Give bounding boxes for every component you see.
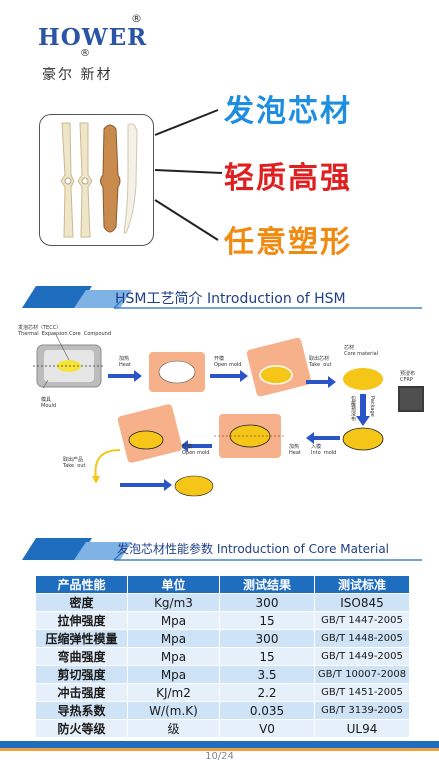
label-mould: 模具 Mould xyxy=(41,397,57,409)
section-header-banner xyxy=(22,286,422,309)
cell-standard: GB/T 1447-2005 xyxy=(314,611,410,630)
table-row: 导热系数 W/(m.K) 0.035 GB/T 3139-2005 xyxy=(35,701,410,720)
registered-mark: ® xyxy=(131,12,142,25)
section-header-banner-2 xyxy=(22,538,422,561)
cell-result: 300 xyxy=(219,593,315,612)
label-open-mold-2: 开模 Open mold xyxy=(182,444,210,456)
cell-unit: Mpa xyxy=(127,647,220,666)
footer-bar xyxy=(0,741,439,748)
header-property: 产品性能 xyxy=(35,575,128,594)
cell-unit: Mpa xyxy=(127,629,220,648)
label-take-out-1: 取出芯材 Take out xyxy=(309,356,332,368)
cell-unit: Kg/m3 xyxy=(127,593,220,612)
cell-standard: GB/T 1449-2005 xyxy=(314,647,410,666)
table-row: 压缩弹性模量 Mpa 300 GB/T 1448-2005 xyxy=(35,629,410,648)
footer-accent-line xyxy=(0,748,439,751)
cell-standard: GB/T 1451-2005 xyxy=(314,683,410,702)
header-standard: 测试标准 xyxy=(314,575,410,594)
label-heat-2: 加热 Heat xyxy=(289,444,301,456)
label-tecc: 发泡芯材（TECC） Thermal Expansion Core Compou… xyxy=(18,325,112,337)
cell-result: V0 xyxy=(219,719,315,738)
propeller-photo xyxy=(39,114,154,246)
cell-result: 3.5 xyxy=(219,665,315,684)
propeller-illustration xyxy=(60,122,138,238)
table-row: 防火等级 级 V0 UL94 xyxy=(35,719,410,738)
cell-unit: 级 xyxy=(127,719,220,738)
logo-chinese-name: 豪尔 新材 xyxy=(42,67,113,83)
table-row: 拉伸强度 Mpa 15 GB/T 1447-2005 xyxy=(35,611,410,630)
core-material-properties-table: 产品性能 单位 测试结果 测试标准 密度 Kg/m3 300 ISO845 拉伸… xyxy=(35,575,410,738)
cell-standard: UL94 xyxy=(314,719,410,738)
label-into-mold: 入模 Into mold xyxy=(311,444,337,456)
slogan-foam-core: 发泡芯材 xyxy=(224,94,352,129)
cell-result: 2.2 xyxy=(219,683,315,702)
cell-standard: GB/T 3139-2005 xyxy=(314,701,410,720)
cell-result: 0.035 xyxy=(219,701,315,720)
logo-wordmark: HOWER xyxy=(38,24,148,51)
cell-property: 压缩弹性模量 xyxy=(35,629,128,648)
hsm-process-diagram xyxy=(33,332,424,497)
label-heat-1: 加热 Heat xyxy=(119,356,131,368)
label-take-out-2: 取出产品 Take out xyxy=(63,457,86,469)
cell-result: 300 xyxy=(219,629,315,648)
cell-property: 冲击强度 xyxy=(35,683,128,702)
cell-result: 15 xyxy=(219,611,315,630)
cell-standard: GB/T 10007-2008 xyxy=(314,665,410,684)
table-header-row: 产品性能 单位 测试结果 测试标准 xyxy=(35,575,410,594)
page-indicator: 10/24 xyxy=(205,751,234,762)
label-open-mold-1: 开模 Open mold xyxy=(214,356,242,368)
table-row: 弯曲强度 Mpa 15 GB/T 1449-2005 xyxy=(35,647,410,666)
cell-property: 弯曲强度 xyxy=(35,647,128,666)
slogan-any-shape: 任意塑形 xyxy=(224,225,352,260)
label-package-cn: 包覆预浸布 xyxy=(350,396,356,421)
table-row: 密度 Kg/m3 300 ISO845 xyxy=(35,593,410,612)
connector-lines xyxy=(154,109,223,241)
material-section-title: 发泡芯材性能参数 Introduction of Core Material xyxy=(117,542,390,556)
slogan-light-strong: 轻质高强 xyxy=(224,161,352,196)
cell-property: 拉伸强度 xyxy=(35,611,128,630)
table-row: 冲击强度 KJ/m2 2.2 GB/T 1451-2005 xyxy=(35,683,410,702)
cell-unit: KJ/m2 xyxy=(127,683,220,702)
label-core-material: 芯材 Core material xyxy=(344,345,379,357)
cell-result: 15 xyxy=(219,647,315,666)
process-section-title: HSM工艺简介 Introduction of HSM xyxy=(115,291,346,307)
label-package-en: Package xyxy=(369,396,375,417)
table-row: 剪切强度 Mpa 3.5 GB/T 10007-2008 xyxy=(35,665,410,684)
cell-unit: W/(m.K) xyxy=(127,701,220,720)
cell-property: 剪切强度 xyxy=(35,665,128,684)
cell-standard: GB/T 1448-2005 xyxy=(314,629,410,648)
cell-property: 防火等级 xyxy=(35,719,128,738)
cell-property: 导热系数 xyxy=(35,701,128,720)
cell-standard: ISO845 xyxy=(314,593,410,612)
cell-property: 密度 xyxy=(35,593,128,612)
registered-mark-small: ® xyxy=(80,48,90,59)
label-cfrp: 预浸布 CFRP xyxy=(400,371,416,383)
header-unit: 单位 xyxy=(127,575,220,594)
header-result: 测试结果 xyxy=(219,575,315,594)
cell-unit: Mpa xyxy=(127,611,220,630)
cell-unit: Mpa xyxy=(127,665,220,684)
